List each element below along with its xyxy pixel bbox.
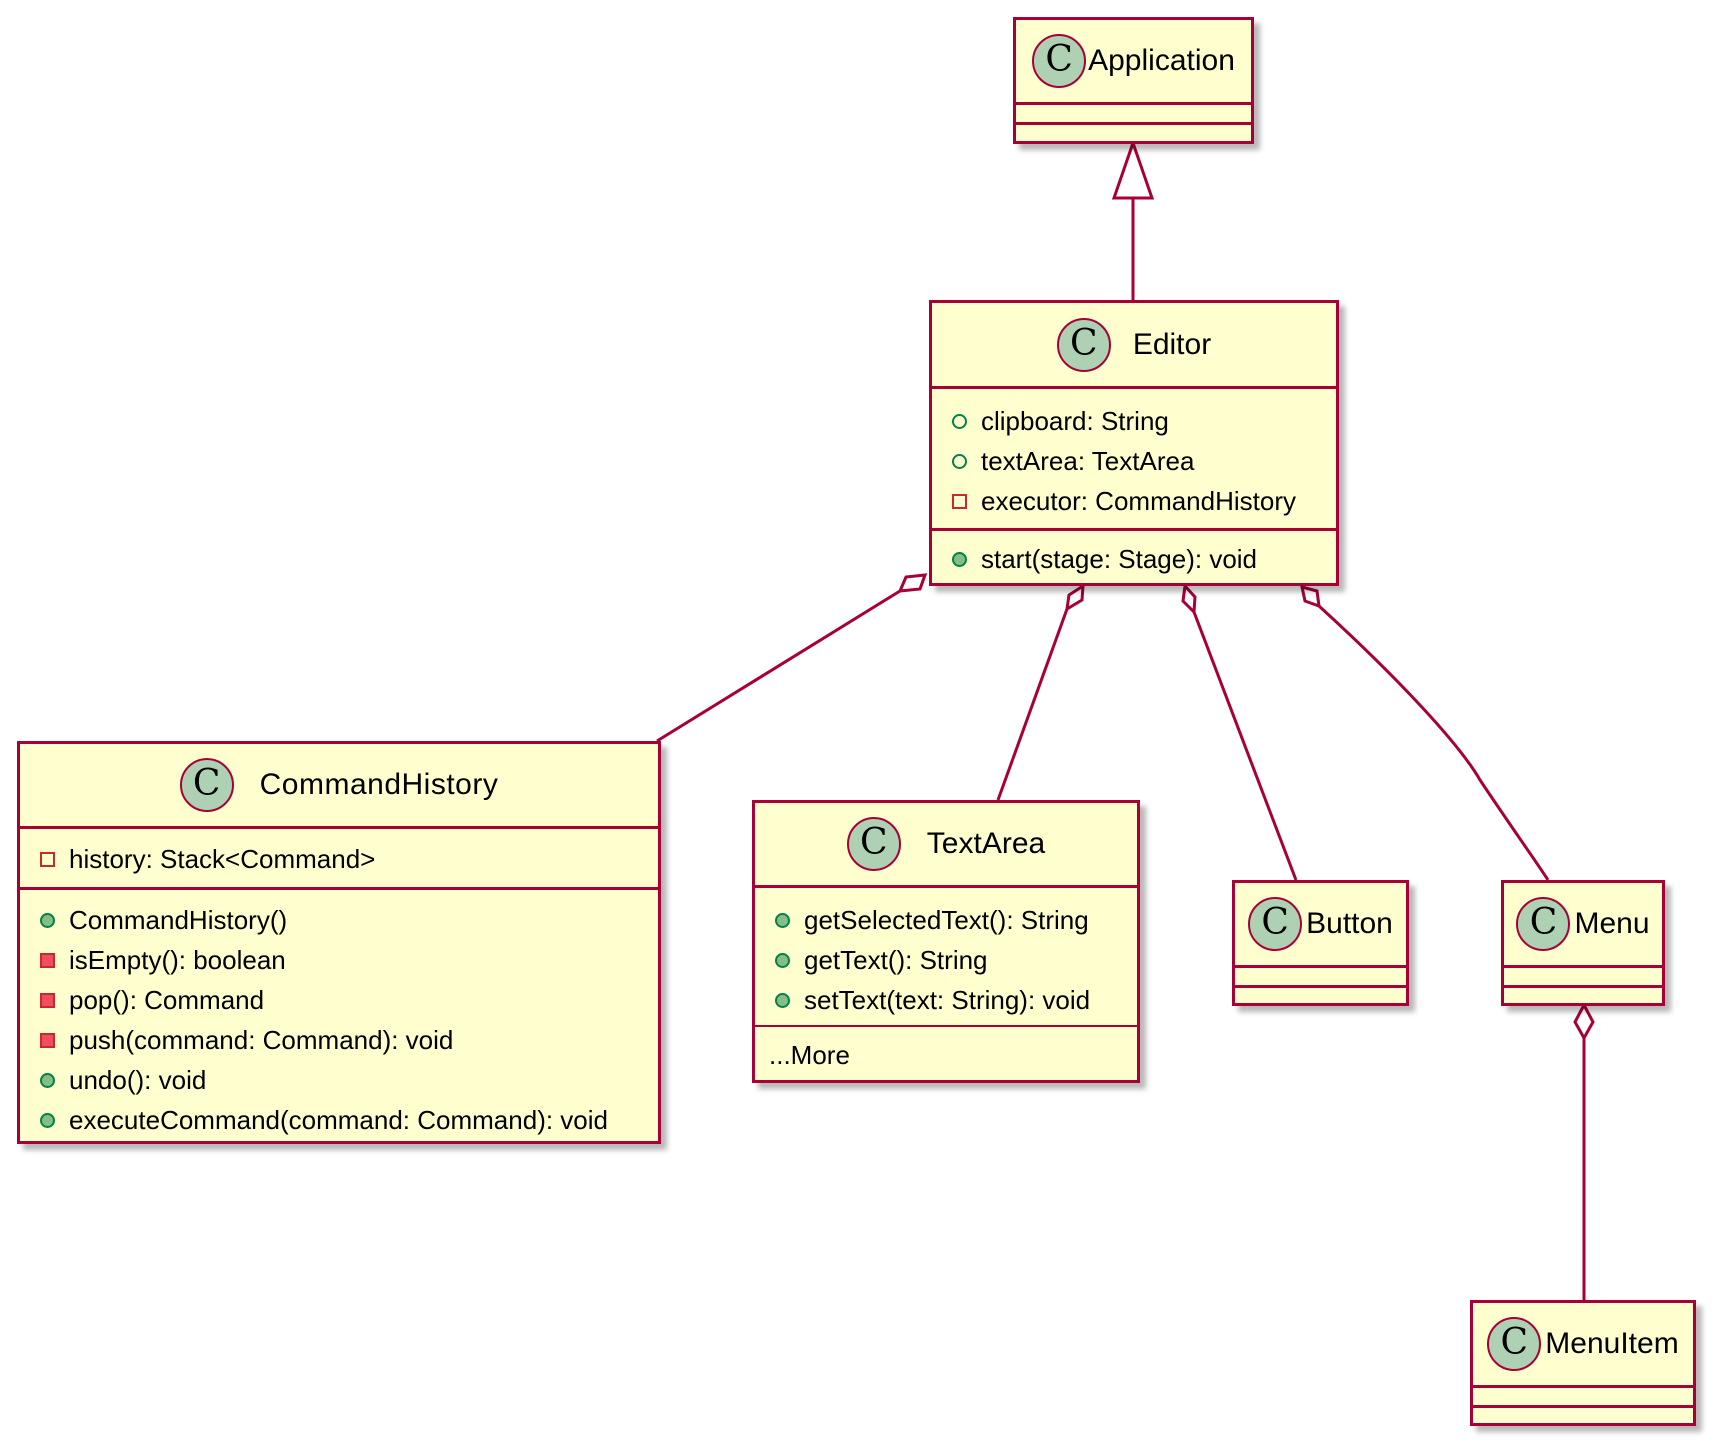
class-stereotype-icon: C [179, 758, 234, 812]
method-row: getText(): String [775, 940, 1137, 980]
fields-section [1473, 1385, 1693, 1405]
class-name: Editor [1132, 327, 1212, 361]
fields-section [1016, 102, 1251, 122]
fields-section: clipboard: String textArea: TextArea exe… [932, 386, 1336, 528]
public-method-icon [775, 952, 790, 968]
private-field-icon [40, 851, 55, 867]
aggregation-edge-button [1192, 611, 1298, 881]
class-editor[interactable]: C Editor clipboard: String textArea: Tex… [929, 300, 1339, 586]
class-stereotype-icon: C [1516, 897, 1571, 951]
private-field-icon [952, 493, 967, 509]
aggregation-edge-textarea [996, 608, 1069, 801]
class-stereotype-icon: C [1487, 1317, 1542, 1371]
class-header: C CommandHistory [20, 744, 658, 826]
class-menu[interactable]: C Menu [1501, 880, 1665, 1006]
methods-section [1504, 985, 1662, 1003]
public-method-icon [40, 1112, 55, 1128]
class-application[interactable]: C Application [1013, 17, 1254, 144]
class-name: MenuItem [1545, 1327, 1679, 1360]
aggregation-edge-menu [1317, 604, 1550, 881]
field-row: textArea: TextArea [952, 441, 1336, 481]
fields-section [1235, 965, 1406, 985]
method-row: CommandHistory() [40, 900, 658, 940]
methods-section: getSelectedText(): String getText(): Str… [755, 885, 1137, 1025]
methods-section [1016, 122, 1251, 141]
public-method-icon [952, 551, 967, 567]
fields-section [1504, 965, 1662, 985]
class-header: C Button [1235, 883, 1406, 965]
aggregation-diamond-menu [1300, 584, 1321, 609]
aggregation-diamond-textarea [1065, 583, 1085, 612]
method-row: getSelectedText(): String [775, 900, 1137, 940]
class-name: Button [1306, 907, 1393, 940]
class-header: C Editor [932, 303, 1336, 386]
class-name: CommandHistory [259, 768, 499, 801]
method-row: executeCommand(command: Command): void [40, 1100, 658, 1140]
private-method-icon [40, 1032, 55, 1048]
inheritance-arrowhead [1111, 138, 1155, 200]
public-method-icon [40, 912, 55, 928]
public-field-icon [952, 453, 967, 469]
class-stereotype-icon: C [1032, 34, 1087, 88]
field-row: executor: CommandHistory [952, 481, 1336, 521]
method-row: start(stage: Stage): void [952, 539, 1336, 579]
class-stereotype-icon: C [1056, 317, 1111, 372]
class-stereotype-icon: C [846, 817, 901, 871]
method-row: setText(text: String): void [775, 980, 1137, 1020]
public-field-icon [952, 413, 967, 429]
field-row: history: Stack<Command> [40, 839, 658, 879]
class-header: C Menu [1504, 883, 1662, 965]
methods-section [1235, 985, 1406, 1003]
method-row: isEmpty(): boolean [40, 940, 658, 980]
class-textarea[interactable]: C TextArea getSelectedText(): String get… [752, 800, 1140, 1083]
class-button[interactable]: C Button [1232, 880, 1409, 1006]
class-name: Menu [1574, 907, 1650, 940]
private-method-icon [40, 992, 55, 1008]
more-indicator: ...More [769, 1039, 850, 1070]
method-row: push(command: Command): void [40, 1020, 658, 1060]
field-row: clipboard: String [952, 401, 1336, 441]
public-method-icon [40, 1072, 55, 1088]
aggregation-edge-commandhistory [656, 589, 901, 743]
fields-section: history: Stack<Command> [20, 826, 658, 887]
methods-section: start(stage: Stage): void [932, 528, 1336, 579]
class-menuitem[interactable]: C MenuItem [1470, 1300, 1696, 1426]
private-method-icon [40, 952, 55, 968]
methods-section [1473, 1405, 1693, 1423]
public-method-icon [775, 912, 790, 928]
aggregation-diamond-menuitem [1573, 1001, 1595, 1042]
class-name: Application [1088, 44, 1235, 77]
aggregation-diamond-button [1181, 582, 1197, 616]
method-row: pop(): Command [40, 980, 658, 1020]
public-method-icon [775, 992, 790, 1008]
class-name: TextArea [926, 827, 1046, 860]
class-header: C MenuItem [1473, 1303, 1693, 1385]
class-header: C Application [1016, 20, 1251, 102]
more-section: ...More [755, 1025, 1137, 1075]
method-row: undo(): void [40, 1060, 658, 1100]
methods-section: CommandHistory() isEmpty(): boolean pop(… [20, 887, 658, 1140]
class-stereotype-icon: C [1248, 897, 1303, 951]
class-header: C TextArea [755, 803, 1137, 885]
aggregation-diamond-commandhistory [897, 573, 928, 593]
class-commandhistory[interactable]: C CommandHistory history: Stack<Command>… [17, 741, 661, 1144]
